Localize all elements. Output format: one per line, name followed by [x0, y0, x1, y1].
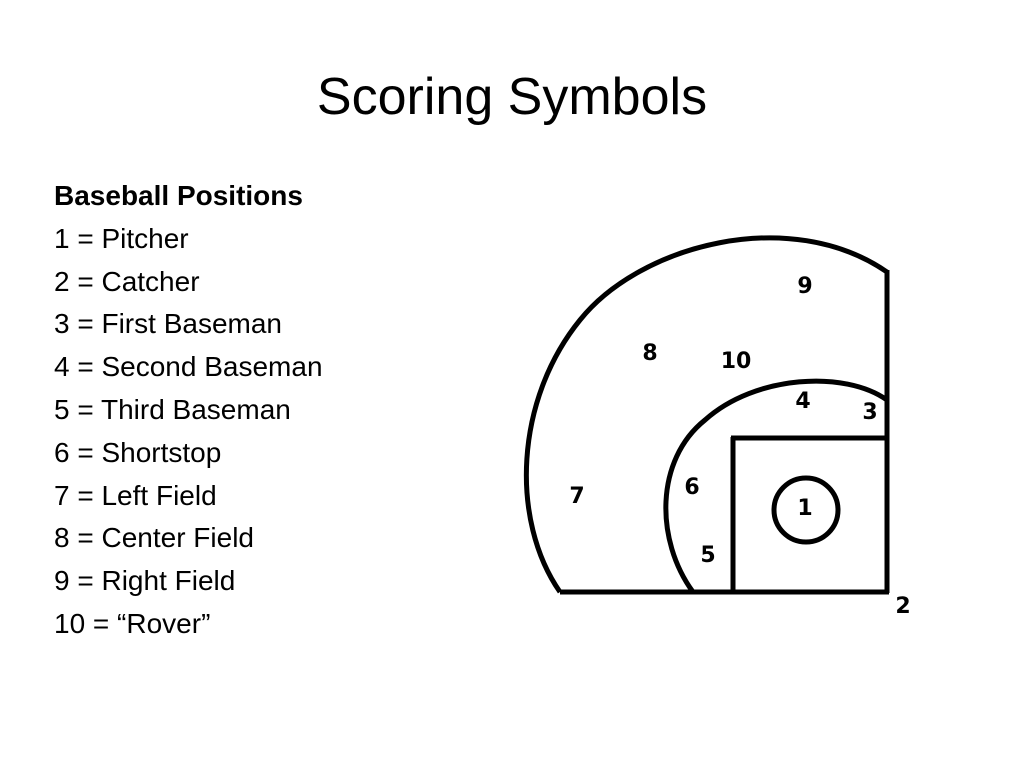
diagram-label-catcher: 2	[895, 594, 910, 619]
diagram-label-rover: 10	[721, 349, 752, 374]
position-item-first-baseman: 3 = First Baseman	[54, 308, 282, 340]
position-item-catcher: 2 = Catcher	[54, 265, 200, 297]
diagram-label-first-base: 3	[862, 400, 877, 425]
diagram-label-center-field: 8	[642, 341, 657, 366]
position-item-third-baseman: 5 = Third Baseman	[54, 393, 291, 425]
position-item-second-baseman: 4 = Second Baseman	[54, 351, 323, 383]
positions-heading: Baseball Positions	[54, 180, 303, 211]
diagram-label-left-field: 7	[569, 484, 584, 509]
position-item-rover: 10 = “Rover”	[54, 607, 211, 639]
diagram-label-shortstop: 6	[684, 475, 699, 500]
diagram-label-right-field: 9	[797, 274, 812, 299]
outfield-arc	[523, 235, 889, 594]
position-item-center-field: 8 = Center Field	[54, 522, 254, 554]
pitchers-mound-circle	[771, 475, 841, 545]
position-item-shortstop: 6 = Shortstop	[54, 436, 222, 468]
position-item-right-field: 9 = Right Field	[54, 565, 236, 597]
diagram-label-third-base: 5	[700, 543, 715, 568]
position-item-left-field: 7 = Left Field	[54, 479, 217, 511]
position-item-pitcher: 1 = Pitcher	[54, 222, 189, 254]
slide-title: Scoring Symbols	[316, 68, 708, 126]
positions-list: Baseball Positions 1 = Pitcher 2 = Catch…	[54, 175, 323, 646]
diagram-label-pitcher: 1	[797, 496, 812, 521]
diagram-label-second-base: 4	[795, 389, 810, 414]
infield-arc	[663, 378, 889, 594]
